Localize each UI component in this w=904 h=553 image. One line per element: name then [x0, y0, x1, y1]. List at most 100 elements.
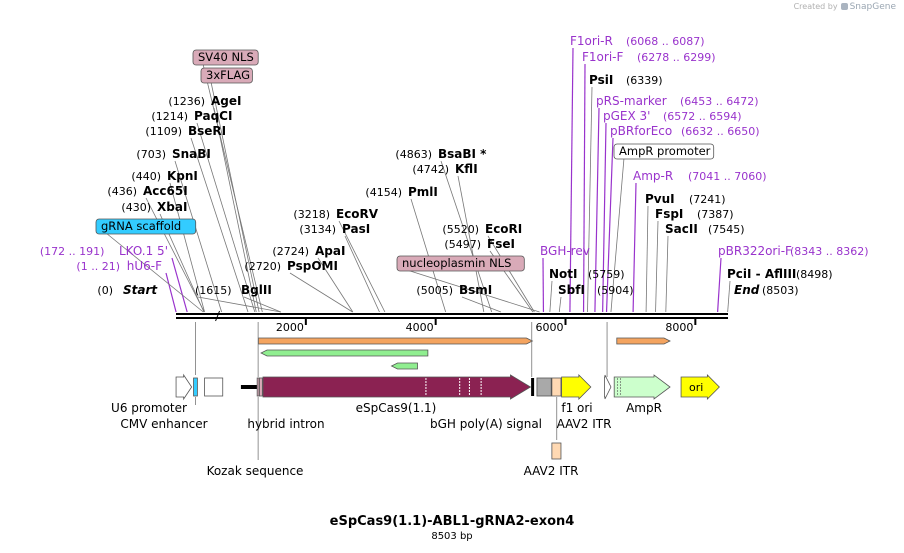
- f1ori-f-leader-line: [582, 63, 586, 313]
- agei-name: AgeI: [211, 94, 241, 108]
- feature-label-bgh-poly-a-signal-4: bGH poly(A) signal: [430, 417, 542, 431]
- backbone-top-strand: [176, 313, 728, 315]
- pasi-name: PasI: [342, 222, 370, 236]
- axis-tick-label: 6000: [536, 321, 564, 334]
- paqci-name: PaqCI: [194, 109, 232, 123]
- plasmid-name: eSpCas9(1.1)-ABL1-gRNA2-exon4: [329, 514, 575, 529]
- nucleoplasmin-nls-label: nucleoplasmin NLS: [402, 256, 511, 270]
- agei-location: (1236): [168, 95, 205, 108]
- ampr-promoter-feature: [604, 374, 612, 400]
- ampr-feature: [613, 374, 671, 400]
- pgex-3-leader-line: [602, 122, 607, 313]
- credit-brand: SnapGene: [849, 2, 896, 12]
- f1ori-f-name: F1ori-F: [582, 50, 623, 64]
- orf-cas9-arrow: [258, 337, 534, 345]
- f1ori-r-location: (6068 .. 6087): [626, 35, 705, 48]
- bsmi-name: BsmI: [459, 283, 492, 297]
- orf-ampr-arrow: [616, 337, 671, 345]
- espcas9-feature: [262, 374, 532, 400]
- ecorv-leader-line: [338, 220, 386, 313]
- bseri-name: BseRI: [188, 124, 226, 138]
- grna-scaffold-label: gRNA scaffold: [101, 219, 181, 233]
- backbone-break-mark: [215, 310, 221, 322]
- credit-prefix: Created by: [793, 2, 838, 11]
- backbone-bottom-strand: [176, 317, 728, 319]
- pbrforeco-location: (6632 .. 6650): [681, 125, 760, 138]
- pmli-location: (4154): [365, 186, 402, 199]
- lko-1-5-name: LKO.1 5': [119, 244, 168, 258]
- ecorv-name: EcoRV: [336, 207, 379, 221]
- f1-ori-feature: [561, 374, 592, 400]
- sv40-nls-label: SV40 NLS: [198, 50, 254, 64]
- kfli-name: KflI: [455, 162, 478, 176]
- plasmid-length: 8503 bp: [431, 531, 473, 542]
- orf-reverse-long-arrow: [260, 349, 429, 357]
- bgh-rev-name: BGH-rev: [540, 244, 590, 258]
- amp-r-location: (7041 .. 7060): [688, 170, 767, 183]
- leader-lines: [105, 47, 731, 313]
- grna-scaffold-feature: [193, 377, 198, 397]
- pbrforeco-leader-line: [605, 137, 614, 313]
- ecori-location: (5520): [442, 223, 479, 236]
- lko-1-5-location: (172 .. 191): [40, 245, 105, 258]
- kozak-feature: [256, 377, 260, 397]
- hu6-f-leader-line: [165, 272, 177, 313]
- agei-leader-line: [213, 107, 257, 313]
- feature-label-aav2-itr-6: AAV2 ITR: [557, 417, 612, 431]
- amp-r-leader-line: [632, 182, 637, 313]
- pspomi-leader-line: [289, 272, 353, 313]
- apai-location: (2724): [272, 245, 309, 258]
- end-name: End: [734, 283, 760, 297]
- apai-name: ApaI: [315, 244, 345, 258]
- psii-name: PsiI: [589, 73, 613, 87]
- bseri-leader-line: [190, 137, 249, 313]
- start-name: Start: [123, 283, 158, 297]
- amp-r-name: Amp-R: [633, 169, 673, 183]
- bsmi-location: (5005): [416, 284, 453, 297]
- feature-label-hybrid-intron-2: hybrid intron: [247, 417, 324, 431]
- f1ori-r-leader-line: [569, 47, 574, 313]
- f1ori-f-location: (6278 .. 6299): [637, 51, 716, 64]
- sacii-leader-line: [665, 235, 669, 313]
- feature-label-espcas9-1-1-3: eSpCas9(1.1): [356, 401, 437, 415]
- axis-tick-label: 8000: [665, 321, 693, 334]
- start-location: (0): [97, 284, 113, 297]
- pgex-3-location: (6572 .. 6594): [663, 110, 742, 123]
- bsabi-location: (4863): [395, 148, 432, 161]
- axis-tick-label: 4000: [406, 321, 434, 334]
- feature-track: ori: [175, 373, 720, 460]
- paqci-leader-line: [196, 122, 256, 313]
- prs-marker-name: pRS-marker: [596, 94, 667, 108]
- end-location: (8503): [762, 284, 799, 297]
- snabi-name: SnaBI: [172, 147, 211, 161]
- grna-scaffold-label-box: [95, 218, 197, 235]
- pvui-name: PvuI: [645, 192, 675, 206]
- pbr322ori-f-name: pBR322ori-F: [718, 244, 792, 258]
- nucleoplasmin-nls-leader-line: [406, 269, 540, 313]
- feature-label-ampr-7: AmpR: [626, 401, 662, 415]
- hybrid-intron-feature: [240, 385, 258, 389]
- axis-tick-label: 2000: [276, 321, 304, 334]
- ecori-leader-line: [487, 235, 535, 313]
- 3xflag-label-box: [200, 67, 253, 84]
- bsabi-leader-line: [440, 160, 493, 313]
- fspi-location: (7387): [697, 208, 734, 221]
- pcii-afliii-leader-line: [727, 280, 731, 313]
- ampr-promoter-label: AmpR promoter: [619, 144, 711, 158]
- sv40-nls-leader-line: [202, 63, 263, 313]
- pvui-leader-line: [645, 205, 649, 313]
- feature-label-cmv-enhancer-1: CMV enhancer: [120, 417, 207, 431]
- pspomi-location: (2720): [244, 260, 281, 273]
- sv40-nls-label-box: [192, 49, 259, 66]
- pmli-leader-line: [410, 198, 447, 313]
- xbai-name: XbaI: [157, 200, 187, 214]
- sbfi-location: (5904): [597, 284, 634, 297]
- pbr322ori-f-location: (8343 .. 8362): [790, 245, 869, 258]
- sacii-name: SacII: [665, 222, 698, 236]
- site-labels: Start(0)hU6-F(1 .. 21)LKO.1 5'(172 .. 19…: [40, 34, 869, 297]
- pbrforeco-name: pBRforEco: [610, 124, 672, 138]
- pgex-3-name: pGEX 3': [603, 109, 650, 123]
- 1615-location: (1615): [195, 284, 232, 297]
- snapgene-logo-icon: [840, 3, 848, 10]
- pasi-leader-line: [344, 235, 380, 313]
